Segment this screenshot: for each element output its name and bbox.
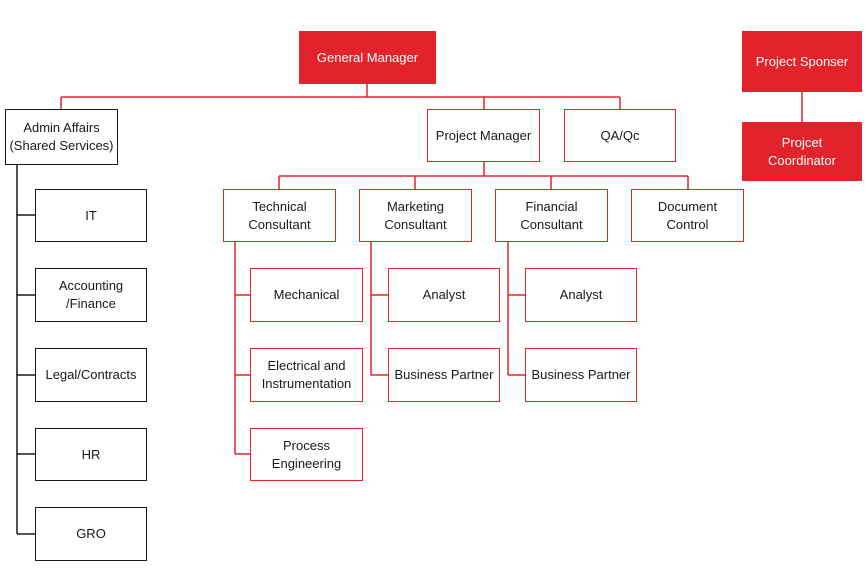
marketing-unit-label: Business Partner [394,367,494,382]
general-manager-label: General Manager [316,49,419,65]
marketing-consultant-label: Marketing Consultant [384,198,447,232]
admin-affairs-box: Admin Affairs (Shared Services) [5,109,118,165]
admin-unit-gro-box: GRO [35,507,147,561]
admin-unit-hr-box: HR [35,428,147,481]
financial-consultant-box: Financial Consultant [495,189,608,242]
project-sponsor-label: Project Sponser [755,53,849,69]
admin-unit-it-box: IT [35,189,147,242]
financial-consultant-label: Financial Consultant [520,198,583,232]
document-control-box: Document Control [631,189,744,242]
project-coordinator-box: Projcet Coordinator [742,122,862,181]
technical-consultant-label: Technical Consultant [248,198,311,232]
project-coordinator-label: Projcet Coordinator [768,134,836,168]
marketing-unit-label: Analyst [422,287,466,302]
admin-unit-label: Accounting /Finance [58,278,124,311]
technical-unit-label: Process Engineering [271,437,342,471]
project-sponsor-box: Project Sponser [742,31,862,92]
admin-unit-label: IT [85,207,97,223]
financial-unit-label: Analyst [559,287,603,302]
financial-unit-analyst-box: Analyst [525,268,637,322]
marketing-unit-business-partner-box: Business Partner [388,348,500,402]
admin-unit-legal-box: Legal/Contracts [35,348,147,402]
technical-unit-label: Mechanical [273,287,340,302]
document-control-label: Document Control [657,198,718,232]
admin-unit-label: Legal/Contracts [45,367,137,382]
financial-unit-label: Business Partner [531,367,631,382]
technical-consultant-box: Technical Consultant [223,189,336,242]
admin-affairs-label: Admin Affairs (Shared Services) [9,120,114,153]
qa-qc-label: QA/Qc [600,127,640,143]
technical-unit-electrical-box: Electrical and Instrumentation [250,348,363,402]
project-manager-box: Project Manager [427,109,540,162]
project-manager-label: Project Manager [435,127,532,143]
qa-qc-box: QA/Qc [564,109,676,162]
financial-unit-business-partner-box: Business Partner [525,348,637,402]
marketing-unit-analyst-box: Analyst [388,268,500,322]
marketing-consultant-box: Marketing Consultant [359,189,472,242]
admin-unit-accounting-box: Accounting /Finance [35,268,147,322]
admin-unit-label: GRO [76,526,106,541]
technical-unit-label: Electrical and Instrumentation [261,358,352,391]
general-manager-box: General Manager [299,31,436,84]
technical-unit-mechanical-box: Mechanical [250,268,363,322]
admin-unit-label: HR [81,446,101,462]
technical-unit-process-box: Process Engineering [250,428,363,481]
